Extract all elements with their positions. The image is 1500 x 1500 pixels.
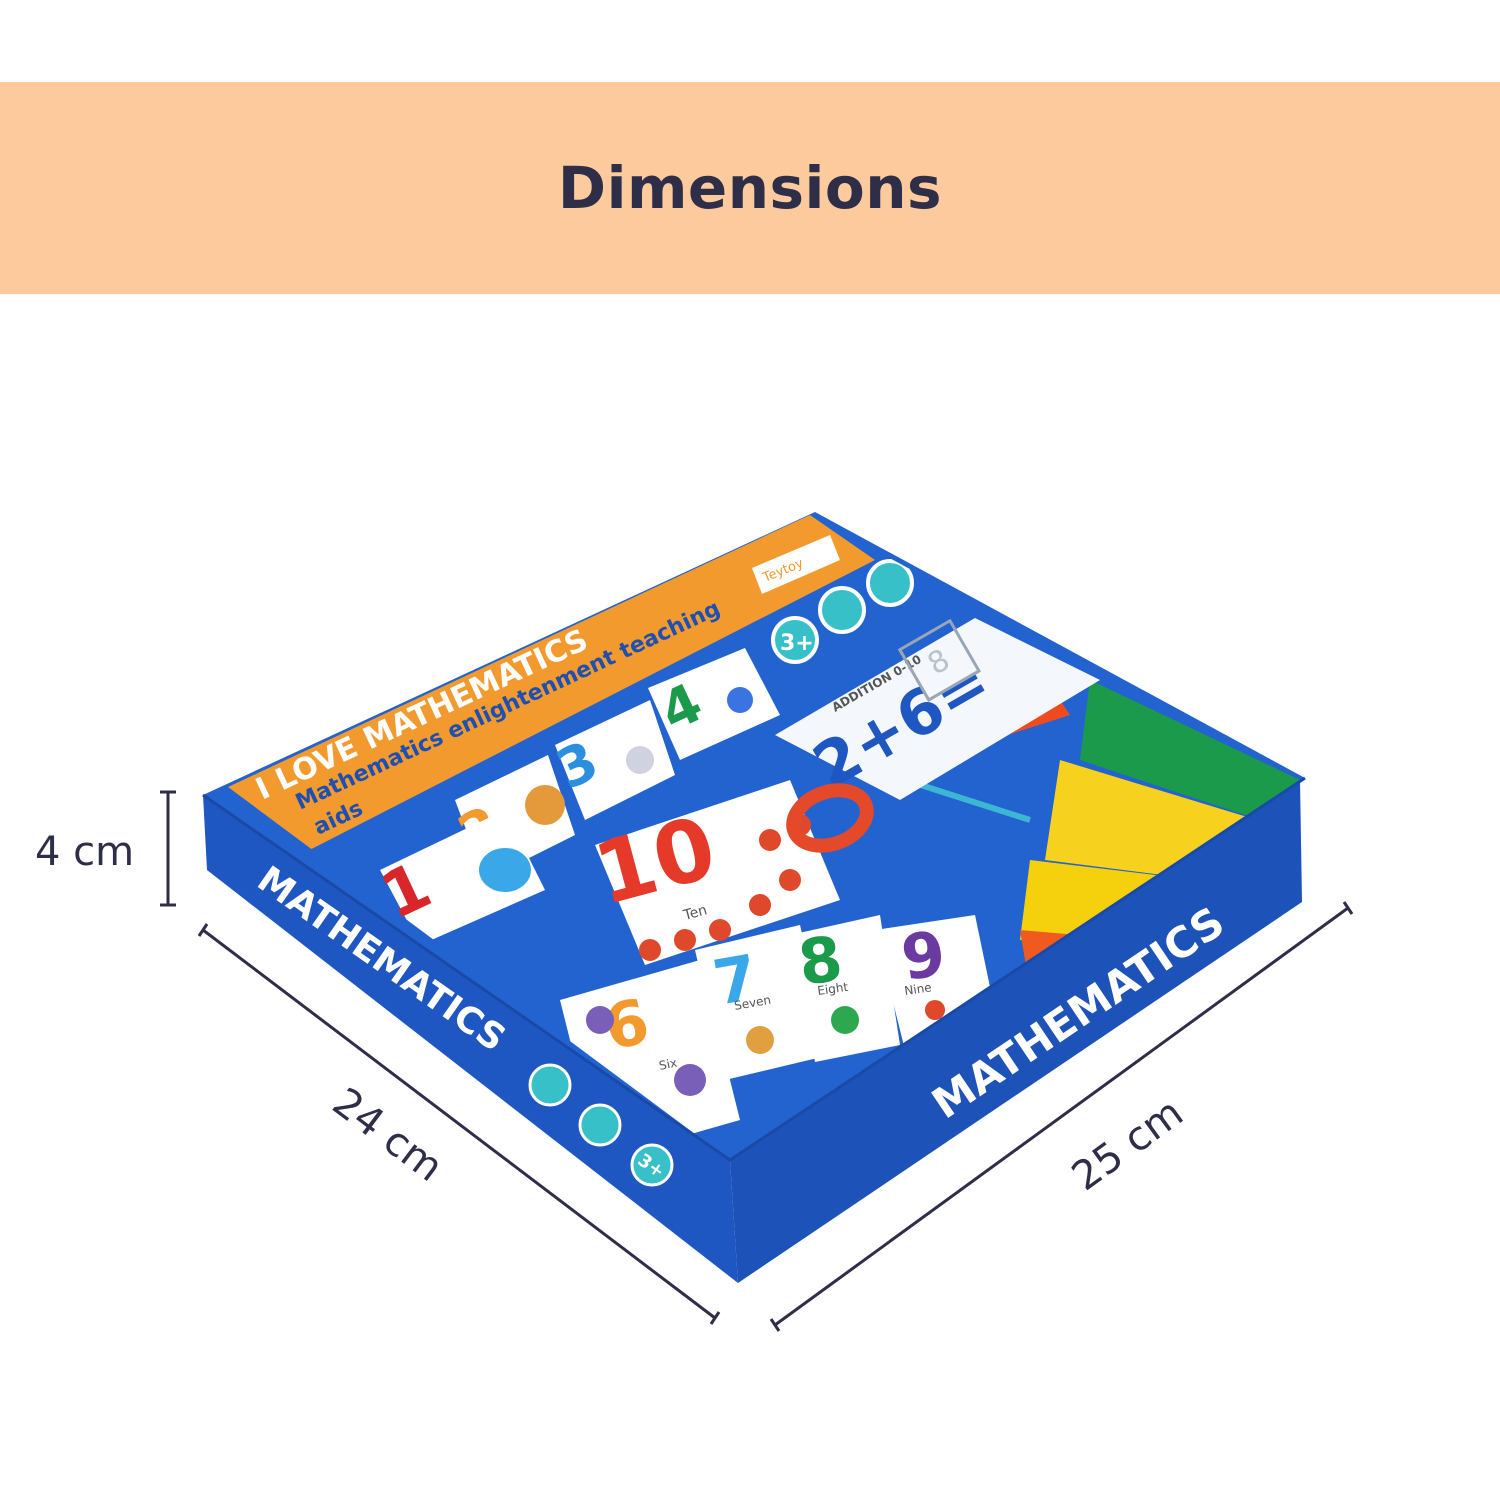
page-title: Dimensions <box>557 154 943 222</box>
brand-label <box>752 535 840 594</box>
box-side-right <box>730 780 1302 1283</box>
owl-icon <box>586 1006 614 1034</box>
side-badges: 3+ <box>528 1063 674 1187</box>
seahorse-icon <box>727 687 753 713</box>
depth-dimension <box>197 923 721 1325</box>
depth-label: 24 cm <box>324 1079 451 1191</box>
card-word-six: Six <box>658 1055 679 1072</box>
frog-icon <box>831 1006 859 1034</box>
lion-icon <box>525 785 565 825</box>
lid-orange-band <box>228 515 875 860</box>
product-box: 2+6= ADDITION 0-10 8 2 3 4 1 <box>202 512 1306 1283</box>
lid-age-badge: 3+ <box>780 631 814 656</box>
card-ten: 10 Ten <box>585 780 874 965</box>
card-number-8: 8 <box>794 922 847 1000</box>
width-dimension <box>769 901 1354 1332</box>
fox-icon <box>746 1026 774 1054</box>
card-word-ten: Ten <box>681 902 709 924</box>
card-word-seven: Seven <box>733 993 772 1013</box>
number-cards-fan: 6 Six 7 Seven 8 Eight 9 Nine <box>560 915 1000 1160</box>
height-label: 4 cm <box>35 829 134 875</box>
header-banner: Dimensions <box>0 82 1500 294</box>
width-label: 25 cm <box>1064 1090 1192 1200</box>
box-side-left <box>203 795 738 1283</box>
card-number-9: 9 <box>897 917 950 995</box>
card-word-nine: Nine <box>903 980 932 998</box>
card-word-eight: Eight <box>816 980 849 998</box>
cow-icon <box>626 746 654 774</box>
ladybug-icons <box>639 814 811 961</box>
elephant-icon <box>479 848 531 892</box>
height-dimension <box>160 790 176 907</box>
